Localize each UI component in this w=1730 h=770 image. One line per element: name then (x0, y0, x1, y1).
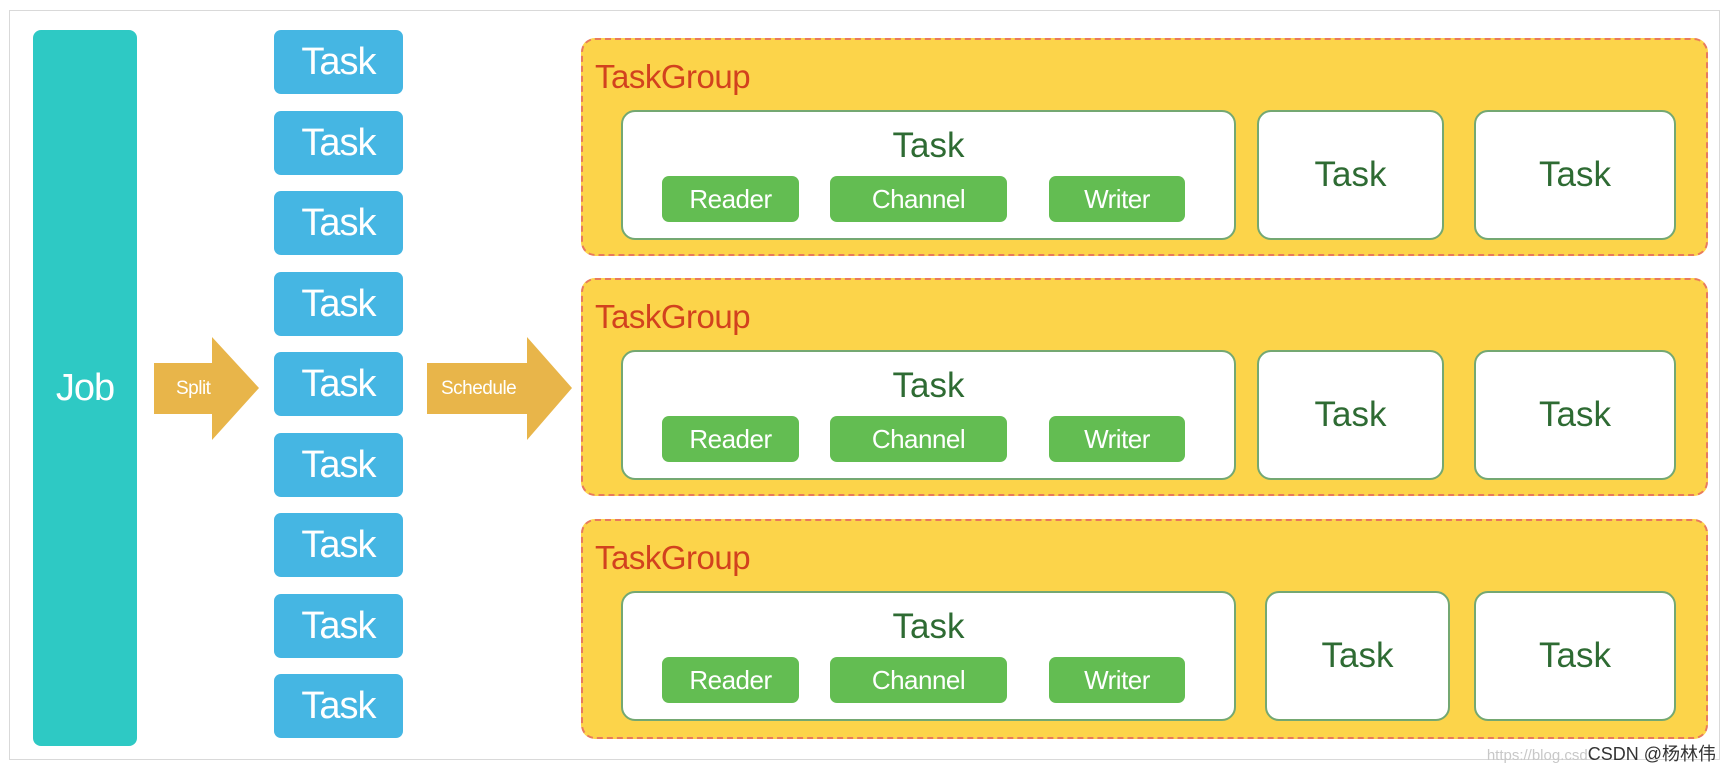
task-group: TaskGroup Task Reader Channel Writer Tas… (581, 278, 1708, 496)
side-task: Task (1474, 110, 1676, 240)
watermark: https://blog.csdCSDN @杨林伟 (1487, 740, 1716, 766)
watermark-url: https://blog.csd (1486, 747, 1588, 764)
main-task-label: Task (892, 366, 965, 405)
task-item: Task (274, 111, 403, 175)
schedule-label: Schedule (441, 377, 517, 399)
task-item: Task (274, 272, 403, 336)
main-task-label: Task (892, 607, 965, 646)
main-task: Task Reader Channel Writer (621, 350, 1236, 480)
side-task: Task (1257, 350, 1444, 480)
side-task: Task (1474, 350, 1676, 480)
task-group: TaskGroup Task Reader Channel Writer Tas… (581, 38, 1708, 256)
channel-pill: Channel (830, 176, 1007, 222)
task-item: Task (274, 30, 403, 94)
reader-pill: Reader (662, 416, 799, 462)
main-task-label: Task (892, 126, 965, 165)
job-label: Job (55, 366, 115, 409)
main-task: Task Reader Channel Writer (621, 110, 1236, 240)
task-group: TaskGroup Task Reader Channel Writer Tas… (581, 519, 1708, 739)
task-item: Task (274, 191, 403, 255)
writer-pill: Writer (1049, 176, 1185, 222)
writer-pill: Writer (1049, 416, 1185, 462)
reader-pill: Reader (662, 657, 799, 703)
task-item-label: Task (301, 282, 376, 325)
watermark-text: CSDN @杨林伟 (1587, 744, 1716, 764)
main-task: Task Reader Channel Writer (621, 591, 1236, 721)
task-item: Task (274, 433, 403, 497)
task-item-label: Task (301, 362, 376, 405)
task-item: Task (274, 594, 403, 658)
task-item-label: Task (301, 684, 376, 727)
task-item: Task (274, 674, 403, 738)
channel-pill: Channel (830, 416, 1007, 462)
writer-pill: Writer (1049, 657, 1185, 703)
task-item-label: Task (301, 201, 376, 244)
channel-pill: Channel (830, 657, 1007, 703)
split-arrow: Split (154, 337, 259, 440)
task-item-label: Task (301, 443, 376, 486)
schedule-arrow: Schedule (427, 337, 572, 440)
reader-pill: Reader (662, 176, 799, 222)
task-item: Task (274, 352, 403, 416)
task-group-title: TaskGroup (595, 58, 751, 95)
task-group-title: TaskGroup (595, 539, 751, 576)
task-item-label: Task (301, 523, 376, 566)
task-item-label: Task (301, 121, 376, 164)
task-item-label: Task (301, 604, 376, 647)
task-item: Task (274, 513, 403, 577)
split-label: Split (176, 377, 211, 399)
job-block: Job (33, 30, 137, 746)
side-task: Task (1474, 591, 1676, 721)
task-group-title: TaskGroup (595, 298, 751, 335)
side-task: Task (1257, 110, 1444, 240)
diagram-frame (9, 10, 1720, 760)
side-task: Task (1265, 591, 1450, 721)
task-item-label: Task (301, 40, 376, 83)
